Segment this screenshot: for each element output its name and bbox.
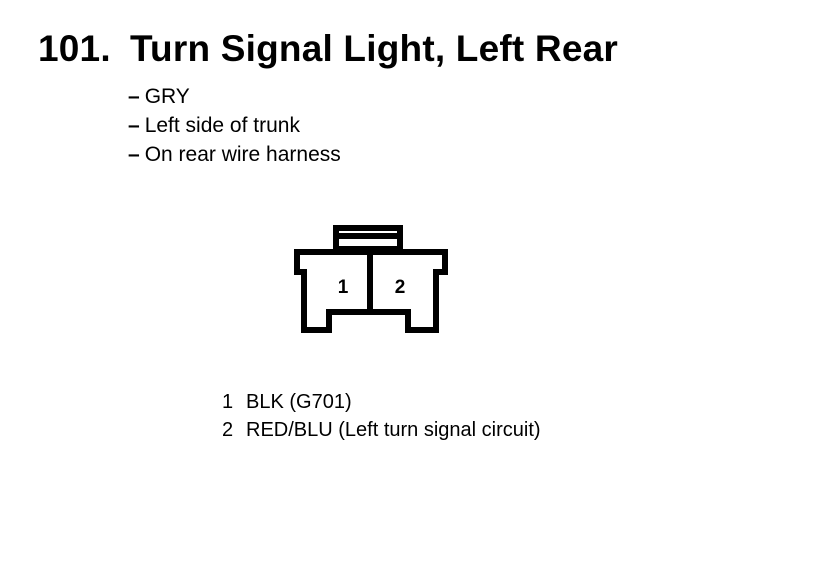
component-number: 101.	[38, 28, 111, 69]
page-title: 101. Turn Signal Light, Left Rear	[38, 28, 618, 70]
component-name: Turn Signal Light, Left Rear	[130, 28, 618, 69]
connector-body	[294, 249, 448, 333]
detail-harness: –On rear wire harness	[128, 143, 341, 166]
connector-details: –GRY –Left side of trunk –On rear wire h…	[128, 82, 341, 169]
detail-color: –GRY	[128, 85, 190, 108]
connector-pin-label-2: 2	[395, 277, 406, 298]
detail-location: –Left side of trunk	[128, 114, 300, 137]
connector-pin-label-1: 1	[338, 277, 349, 298]
